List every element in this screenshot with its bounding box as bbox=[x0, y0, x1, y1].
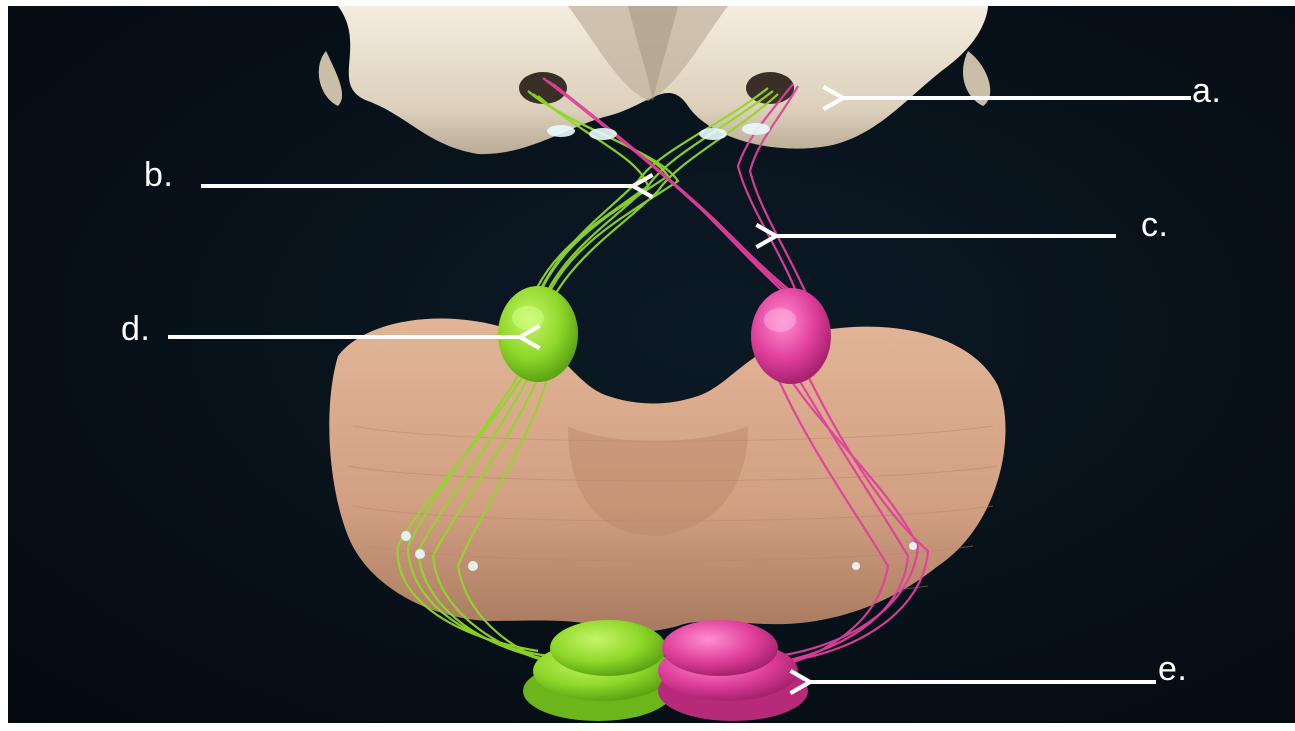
label-a: a. bbox=[1192, 74, 1221, 108]
diagram-canvas: a. b. c. d. e. bbox=[8, 6, 1295, 723]
label-c: c. bbox=[1141, 208, 1168, 242]
visual-pathway-illustration bbox=[8, 6, 1295, 723]
left-lgn bbox=[498, 286, 578, 382]
left-visual-cortex bbox=[523, 620, 673, 721]
label-b: b. bbox=[144, 158, 173, 192]
right-visual-cortex bbox=[658, 620, 808, 721]
label-e: e. bbox=[1158, 652, 1187, 686]
brainstem bbox=[329, 319, 1005, 632]
label-d: d. bbox=[121, 312, 150, 346]
right-lgn bbox=[751, 288, 831, 384]
brain-lobes bbox=[319, 6, 990, 154]
